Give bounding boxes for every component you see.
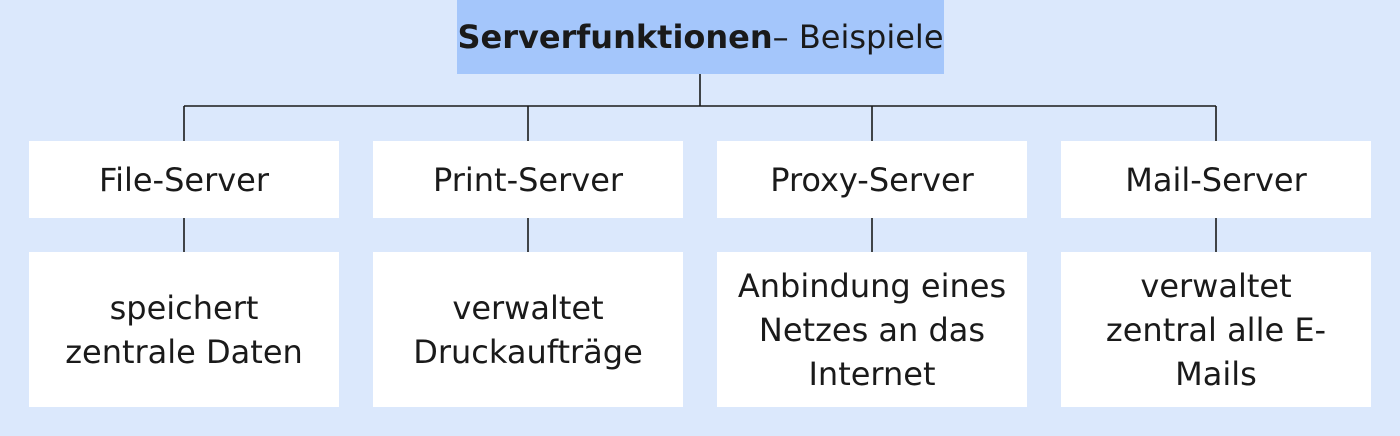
server-description: speichert zentrale Daten [65, 288, 303, 371]
server-box-proxy: Proxy-Server [717, 141, 1027, 218]
title-rest: – Beispiele [772, 18, 944, 56]
diagram-title: Serverfunktionen – Beispiele [457, 0, 944, 74]
description-box-proxy: Anbindung eines Netzes an das Internet [717, 252, 1027, 407]
server-name: Mail-Server [1125, 160, 1307, 199]
description-box-mail: verwaltet zentral alle E-Mails [1061, 252, 1371, 407]
server-name: Print-Server [432, 160, 624, 199]
server-description: verwaltet Druckaufträge [413, 288, 643, 371]
server-description: Anbindung eines Netzes an das Internet [737, 266, 1007, 393]
server-description: verwaltet zentral alle E-Mails [1105, 266, 1327, 393]
server-name: Proxy-Server [770, 160, 974, 199]
server-box-mail: Mail-Server [1061, 141, 1371, 218]
server-box-file: File-Server [29, 141, 339, 218]
server-box-print: Print-Server [373, 141, 683, 218]
description-box-print: verwaltet Druckaufträge [373, 252, 683, 407]
title-bold: Serverfunktionen [457, 18, 773, 56]
server-name: File-Server [98, 160, 270, 199]
description-box-file: speichert zentrale Daten [29, 252, 339, 407]
